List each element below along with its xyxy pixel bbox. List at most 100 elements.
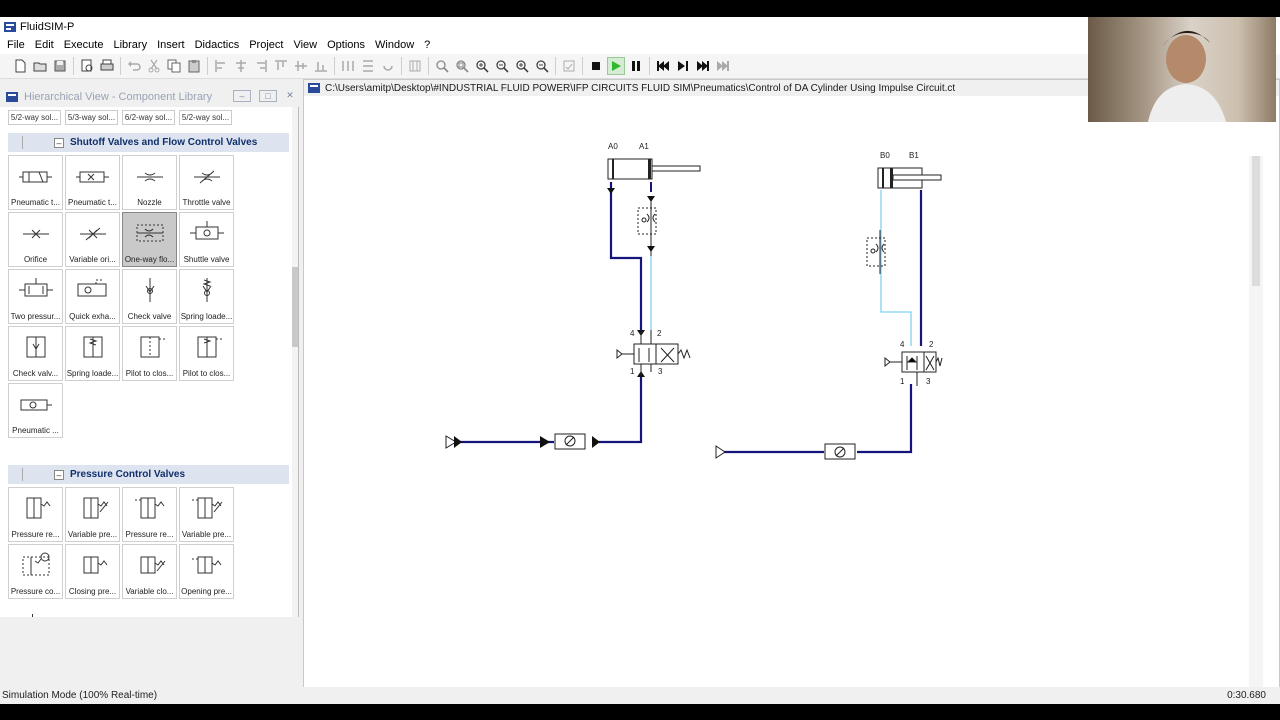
rotate-button[interactable] — [379, 57, 397, 75]
minimize-button[interactable]: – — [233, 90, 251, 102]
air-supply-a[interactable] — [445, 435, 462, 449]
check-valve-icon — [145, 278, 155, 302]
distribute-h-button[interactable] — [339, 57, 357, 75]
filter-unit-a[interactable] — [540, 433, 600, 450]
library-item[interactable]: 6/2-way sol... — [122, 110, 175, 125]
library-component[interactable]: Quick exha... — [65, 269, 120, 324]
library-component[interactable]: Orifice — [8, 212, 63, 267]
zoom-window-button[interactable] — [453, 57, 471, 75]
library-component[interactable]: Closing pre... — [65, 544, 120, 599]
library-component[interactable]: Nozzle — [122, 155, 177, 210]
menu-view[interactable]: View — [293, 39, 318, 51]
collapse-toggle[interactable]: – — [54, 137, 64, 148]
zoom-fit-button[interactable] — [433, 57, 451, 75]
library-component[interactable]: Opening pre... — [179, 544, 234, 599]
grid-button[interactable] — [406, 57, 424, 75]
cylinder-a[interactable]: A0 A1 — [607, 142, 701, 180]
one-way-flow-control-a[interactable] — [637, 200, 657, 256]
copy-button[interactable] — [165, 57, 183, 75]
section-header-pressure-valves[interactable]: – Pressure Control Valves — [8, 465, 289, 484]
start-button[interactable] — [607, 57, 625, 75]
library-item[interactable]: 5/2-way sol... — [179, 110, 232, 125]
align-left-button[interactable] — [212, 57, 230, 75]
library-component[interactable]: Pressure re... — [122, 487, 177, 542]
undo-button[interactable] — [125, 57, 143, 75]
paste-button[interactable] — [185, 57, 203, 75]
library-component[interactable]: Throttle valve — [179, 155, 234, 210]
library-component[interactable]: Pneumatic t... — [8, 155, 63, 210]
check-drawing-button[interactable] — [560, 57, 578, 75]
menu-insert[interactable]: Insert — [157, 39, 185, 51]
align-top-button[interactable] — [272, 57, 290, 75]
presenter-image — [1148, 30, 1226, 122]
cut-button[interactable] — [145, 57, 163, 75]
air-supply-b[interactable] — [715, 445, 726, 459]
zoom-all-button[interactable] — [473, 57, 491, 75]
align-middle-button[interactable] — [292, 57, 310, 75]
align-center-button[interactable] — [232, 57, 250, 75]
library-component[interactable]: Variable pre... — [65, 487, 120, 542]
align-right-button[interactable] — [252, 57, 270, 75]
library-component[interactable]: Spring loade... — [65, 326, 120, 381]
library-component-selected[interactable]: One-way flo... — [122, 212, 177, 267]
zoom-out-button[interactable] — [533, 57, 551, 75]
open-button[interactable] — [31, 57, 49, 75]
library-component[interactable]: Pressure re... — [8, 487, 63, 542]
new-file-button[interactable] — [11, 57, 29, 75]
canvas-scrollbar[interactable] — [1249, 156, 1263, 696]
menu-execute[interactable]: Execute — [63, 39, 104, 51]
save-button[interactable] — [51, 57, 69, 75]
cylinder-b-label-b0: B0 — [880, 151, 890, 160]
next-state-button[interactable] — [714, 57, 732, 75]
library-scrollbar[interactable] — [292, 107, 298, 617]
library-component[interactable]: Pilot to clos... — [179, 326, 234, 381]
collapse-toggle[interactable]: – — [54, 469, 64, 480]
library-component[interactable]: Pneumatic t... — [65, 155, 120, 210]
menu-help[interactable]: ? — [424, 39, 431, 51]
cylinder-b[interactable]: B0 B1 — [877, 151, 942, 189]
maximize-button[interactable]: □ — [259, 90, 277, 102]
section-header-shutoff-valves[interactable]: – Shutoff Valves and Flow Control Valves — [8, 133, 289, 152]
library-component[interactable]: Variable ori... — [65, 212, 120, 267]
library-component[interactable]: Spring loade... — [179, 269, 234, 324]
library-component[interactable]: Check valv... — [8, 326, 63, 381]
one-way-flow-control-b[interactable] — [866, 230, 886, 274]
filter-unit-b[interactable] — [824, 443, 856, 460]
menu-window[interactable]: Window — [375, 39, 415, 51]
scrollbar-thumb[interactable] — [292, 267, 298, 347]
library-component[interactable]: Check valve — [122, 269, 177, 324]
library-component[interactable]: Variable clo... — [122, 544, 177, 599]
library-component[interactable]: Pilot to clos... — [122, 326, 177, 381]
fast-forward-button[interactable] — [694, 57, 712, 75]
library-component[interactable]: Pressure co... — [8, 544, 63, 599]
step-button[interactable] — [674, 57, 692, 75]
align-bottom-button[interactable] — [312, 57, 330, 75]
menu-didactics[interactable]: Didactics — [194, 39, 240, 51]
menu-project[interactable]: Project — [249, 39, 284, 51]
print-button[interactable] — [98, 57, 116, 75]
pause-button[interactable] — [627, 57, 645, 75]
close-button[interactable]: ✕ — [286, 90, 294, 100]
valve-5-2-b[interactable]: 4 2 1 3 — [884, 340, 943, 386]
reset-button[interactable] — [654, 57, 672, 75]
menu-library[interactable]: Library — [113, 39, 148, 51]
check-drawing-icon — [563, 60, 575, 72]
stop-button[interactable] — [587, 57, 605, 75]
valve-5-2-a[interactable]: 4 2 1 3 — [616, 329, 691, 376]
toolbar-separator — [401, 57, 402, 75]
library-item[interactable]: 5/2-way sol... — [8, 110, 61, 125]
distribute-v-button[interactable] — [359, 57, 377, 75]
library-component[interactable]: Two pressur... — [8, 269, 63, 324]
menu-options[interactable]: Options — [327, 39, 366, 51]
library-component[interactable]: Pneumatic ... — [8, 383, 63, 438]
library-item[interactable]: 5/3-way sol... — [65, 110, 118, 125]
zoom-previous-button[interactable] — [493, 57, 511, 75]
library-component[interactable]: Shuttle valve — [179, 212, 234, 267]
menu-edit[interactable]: Edit — [34, 39, 54, 51]
circuit-canvas[interactable]: A0 A1 B0 B1 — [304, 96, 1279, 696]
library-component[interactable]: Variable pre... — [179, 487, 234, 542]
menu-file[interactable]: File — [7, 39, 25, 51]
scrollbar-thumb[interactable] — [1252, 156, 1260, 286]
print-preview-button[interactable] — [78, 57, 96, 75]
zoom-in-button[interactable] — [513, 57, 531, 75]
